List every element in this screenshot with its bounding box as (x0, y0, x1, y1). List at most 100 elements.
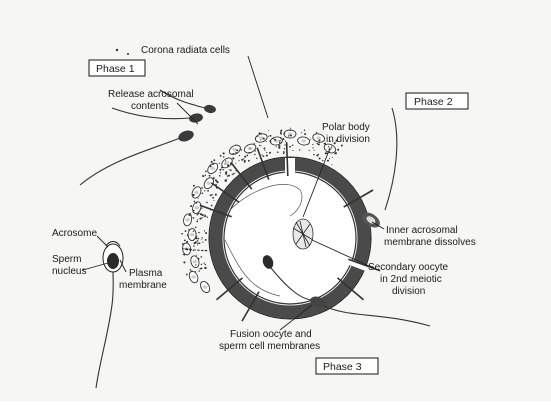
release-particle (213, 162, 215, 164)
release-particle (195, 264, 197, 266)
release-particle (195, 237, 198, 240)
release-particle (200, 263, 203, 266)
release-particle (189, 269, 192, 271)
label-release-line1: Release acrosomal (108, 89, 194, 100)
release-particle (318, 139, 321, 142)
release-particle (257, 135, 259, 138)
leader-fusion (279, 304, 313, 331)
release-particle (268, 130, 270, 132)
release-particle (279, 139, 281, 142)
corona-cell (191, 186, 202, 199)
release-particle (228, 174, 230, 177)
zona-spike (241, 291, 260, 322)
release-particle (194, 226, 197, 229)
release-particle (260, 132, 263, 135)
label-fusion-line1: Fusion oocyte and (230, 329, 312, 340)
release-particle (328, 145, 330, 147)
release-particle (329, 140, 331, 142)
release-particle (312, 147, 314, 149)
meiotic-spindle (292, 218, 314, 250)
release-particle (333, 142, 336, 145)
release-particle (192, 217, 195, 219)
release-particle (240, 149, 243, 151)
release-particle (205, 170, 207, 173)
release-particle (181, 232, 184, 235)
release-particle (195, 201, 198, 204)
release-particle (264, 149, 266, 151)
release-particle (221, 166, 223, 169)
label-polar-line1: Polar body (322, 122, 370, 133)
release-particle (254, 153, 256, 156)
release-particle (204, 214, 206, 217)
release-particle (204, 190, 206, 192)
release-particle (184, 230, 187, 232)
release-particle (214, 193, 217, 196)
zona-outer-edge (208, 156, 372, 320)
oocyte-membrane (223, 171, 357, 305)
zona-spike (285, 142, 289, 177)
release-particle (235, 144, 237, 146)
zona-spikes (199, 142, 381, 322)
release-particle (199, 267, 202, 270)
release-particle (183, 239, 186, 242)
release-particle (284, 140, 287, 142)
release-particle (312, 143, 314, 146)
zona-spike (256, 147, 270, 180)
label-plasma-line2: membrane (119, 280, 167, 291)
release-particle (203, 262, 205, 264)
fused-sperm (262, 255, 431, 327)
release-particle (219, 154, 222, 157)
release-particle (260, 145, 262, 147)
release-particle (308, 149, 310, 151)
label-corona-radiata: Corona radiata cells (141, 45, 230, 56)
oocyte-cytoplasm-line-2 (224, 239, 281, 297)
corona-cell (221, 157, 233, 169)
release-particle (199, 213, 203, 216)
corona-cell (183, 213, 193, 227)
release-particle (186, 240, 189, 243)
release-particle (204, 238, 207, 241)
release-particle (192, 193, 195, 197)
release-particle (182, 253, 184, 256)
release-particle (183, 253, 186, 256)
release-particle (194, 249, 196, 251)
leader-inner (371, 221, 385, 230)
release-particle (272, 138, 274, 140)
release-particle (289, 127, 292, 129)
release-particle (256, 157, 258, 160)
release-particle (197, 244, 199, 246)
release-particle (284, 144, 286, 146)
release-particle (235, 151, 237, 154)
corona-cell (192, 201, 202, 214)
corona-cell (283, 129, 297, 139)
release-particle (201, 237, 203, 239)
release-particle (219, 168, 222, 171)
release-particle (335, 140, 337, 142)
release-particle (201, 187, 203, 189)
release-particle (224, 163, 226, 165)
phase-1-label: Phase 1 (96, 63, 135, 75)
release-particle (235, 162, 237, 165)
release-particle (199, 218, 201, 220)
release-particle (188, 229, 190, 231)
release-particle (229, 169, 232, 172)
release-particle (196, 220, 199, 223)
release-particle (340, 144, 343, 147)
release-particle (316, 142, 319, 145)
label-sperm-line2: nucleus (52, 266, 86, 277)
release-particle (301, 132, 303, 134)
release-particle (313, 149, 315, 151)
release-particle (189, 212, 191, 215)
release-particle (266, 152, 268, 154)
release-particle (206, 216, 209, 218)
leader-corona (247, 55, 269, 119)
release-particle (287, 135, 290, 137)
label-acrosome: Acrosome (52, 228, 97, 239)
release-particle (253, 142, 255, 145)
release-particle (193, 200, 196, 203)
corona-cell (200, 280, 211, 294)
release-particle (200, 249, 202, 251)
release-particle (219, 172, 221, 174)
release-particle (222, 152, 225, 155)
release-particle (324, 152, 327, 155)
